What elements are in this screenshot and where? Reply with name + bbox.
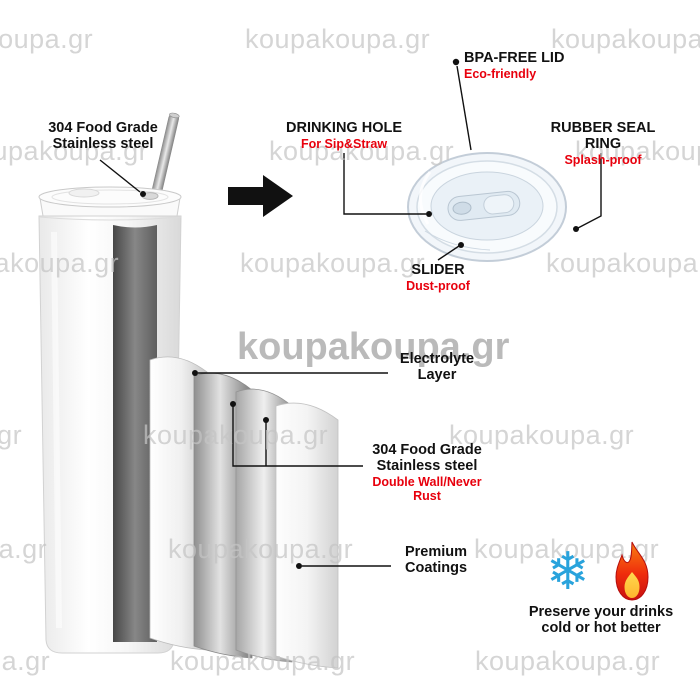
lid-drinking-hole <box>452 201 472 215</box>
label-premium-coatings-line2: Coatings <box>404 560 468 577</box>
label-drinking-hole-subtitle: For Sip&Straw <box>300 137 388 152</box>
label-material-mid-line2: Stainless steel <box>376 458 478 475</box>
callout-dots <box>140 58 579 569</box>
label-drinking-hole-title: DRINKING HOLE <box>286 120 402 136</box>
label-electrolyte-line2: Layer <box>417 367 457 384</box>
lid-slider <box>447 190 521 221</box>
label-drinking-hole: DRINKING HOLE For Sip&Straw <box>283 120 405 151</box>
label-material-top-line1: 304 Food Grade <box>48 120 158 136</box>
snowflake-icon: ❄ <box>546 543 590 601</box>
tumbler-seam <box>38 216 182 221</box>
tumbler-illustration <box>38 112 182 654</box>
label-slider: SLIDER Dust-proof <box>397 262 479 293</box>
flame-icon <box>615 541 649 601</box>
tumbler-lid <box>38 186 182 221</box>
label-rubber-seal-ring: RUBBER SEAL RING Splash-proof <box>534 120 672 167</box>
label-preserve-note-line2: cold or hot better <box>541 620 661 637</box>
label-electrolyte-layer: Electrolyte Layer <box>391 351 483 383</box>
label-bpa-free-lid-title: BPA-FREE LID <box>464 50 565 66</box>
wall-layer-sheets <box>149 356 339 669</box>
label-premium-coatings-line1: Premium <box>404 544 468 560</box>
label-rubber-seal-ring-subtitle: Splash-proof <box>564 153 642 168</box>
inner-wall-cutaway <box>113 225 157 642</box>
label-bpa-free-lid-subtitle: Eco-friendly <box>464 67 537 82</box>
label-preserve-note-line1: Preserve your drinks <box>528 604 674 620</box>
label-slider-title: SLIDER <box>411 262 465 278</box>
layer-sheet-coating <box>275 402 339 669</box>
label-slider-subtitle: Dust-proof <box>406 279 470 294</box>
connector-lines <box>99 65 602 567</box>
label-electrolyte-line1: Electrolyte <box>399 351 475 367</box>
label-material-top-line2: Stainless steel <box>52 136 154 153</box>
label-bpa-free-lid: BPA-FREE LID Eco-friendly <box>464 50 564 81</box>
label-rubber-seal-ring-title: RUBBER SEAL RING <box>550 120 656 153</box>
label-material-mid-subtitle: Double Wall/Never Rust <box>372 475 482 504</box>
label-material-mid-line1: 304 Food Grade <box>372 442 482 458</box>
label-material-top: 304 Food Grade Stainless steel <box>37 120 169 152</box>
transition-arrow <box>228 175 293 217</box>
label-material-mid: 304 Food Grade Stainless steel Double Wa… <box>362 442 492 503</box>
lid-illustration <box>407 152 567 262</box>
label-preserve-note: Preserve your drinks cold or hot better <box>519 604 683 636</box>
body-highlight <box>51 231 62 629</box>
label-premium-coatings: Premium Coatings <box>395 544 477 576</box>
